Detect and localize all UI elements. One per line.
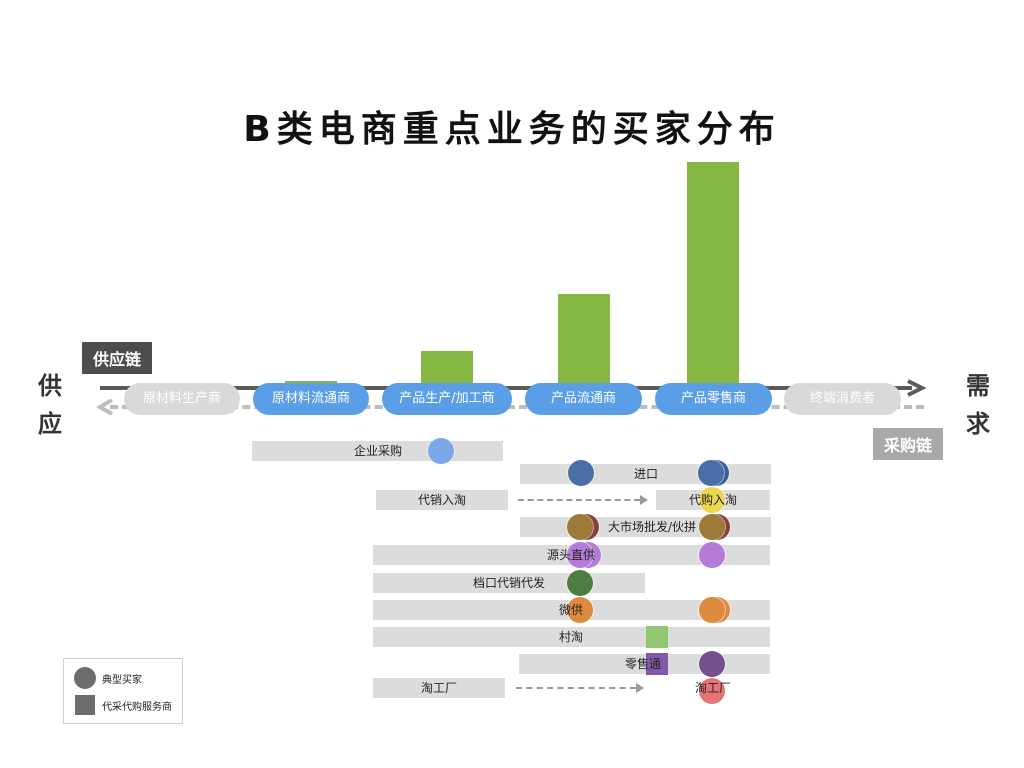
typical-buyer-marker: [699, 651, 725, 677]
stage-product-manufacturer: 产品生产/加工商: [382, 383, 512, 415]
demand-side-char-1: 需: [966, 372, 990, 400]
purchase-chain-label: 采购链: [873, 428, 944, 460]
supply-side-char-1: 供: [38, 372, 62, 400]
purchase-arrow-head-icon: [96, 399, 114, 415]
purchase-chain-axis: [110, 405, 924, 409]
page-title: B类电商重点业务的买家分布: [243, 109, 781, 150]
legend-label: 代采代购服务商: [102, 701, 172, 713]
legend-typical-buyer: 典型买家: [74, 667, 142, 689]
row-label: 微供: [558, 603, 584, 617]
typical-buyer-marker: [699, 514, 725, 540]
row-label: 淘工厂: [420, 681, 458, 695]
bar-2: [421, 351, 473, 384]
typical-buyer-marker: [568, 460, 594, 486]
legend-label: 典型买家: [102, 674, 142, 686]
typical-buyer-marker: [428, 438, 454, 464]
typical-buyer-marker: [698, 460, 724, 486]
typical-buyer-marker: [567, 514, 593, 540]
typical-buyer-marker: [699, 678, 725, 704]
demand-side-char-2: 求: [966, 410, 990, 438]
stage-raw-material-producer: 原材料生产商: [124, 383, 240, 415]
dashed-arrow: [516, 687, 636, 689]
agent-service-marker: [646, 626, 668, 648]
typical-buyer-marker: [699, 542, 725, 568]
typical-buyer-marker: [699, 597, 725, 623]
row-label: 企业采购: [353, 444, 403, 458]
bar-1: [285, 381, 337, 384]
row-label: 大市场批发/伙拼: [607, 520, 697, 534]
row-label: 源头直供: [546, 548, 596, 562]
dashed-arrow-head-icon: [636, 683, 644, 693]
legend-agent-service: 代采代购服务商: [74, 695, 172, 715]
typical-buyer-marker: [699, 487, 725, 513]
row-consignment-to-taobao: [376, 490, 508, 510]
legend: 典型买家 代采代购服务商: [63, 658, 183, 724]
typical-buyer-marker: [567, 597, 593, 623]
agent-service-marker: [646, 653, 668, 675]
row-rural-taobao: [373, 627, 770, 647]
square-icon: [75, 695, 95, 715]
stage-product-retailer: 产品零售商: [655, 383, 772, 415]
row-label: 档口代销代发: [472, 576, 546, 590]
row-label: 代购入淘: [688, 493, 738, 507]
stage-product-distributor: 产品流通商: [525, 383, 642, 415]
typical-buyer-marker: [567, 570, 593, 596]
circle-icon: [74, 667, 96, 689]
stage-end-consumer: 终端消费者: [784, 383, 901, 415]
dashed-arrow: [518, 499, 640, 501]
dashed-arrow-head-icon: [640, 495, 648, 505]
typical-buyer-marker: [567, 542, 593, 568]
row-label: 零售通: [624, 657, 662, 671]
row-label: 代销入淘: [417, 493, 467, 507]
bar-4: [687, 162, 739, 384]
row-taobao-factory: [373, 678, 505, 698]
row-label: 淘工厂: [694, 681, 732, 695]
supply-side-char-2: 应: [38, 410, 62, 438]
supply-arrow-head-icon: [907, 379, 926, 397]
bar-3: [558, 294, 610, 384]
row-label: 村淘: [558, 630, 584, 644]
supply-chain-label: 供应链: [82, 342, 153, 374]
stage-raw-material-distributor: 原材料流通商: [253, 383, 369, 415]
row-label: 进口: [633, 467, 659, 481]
